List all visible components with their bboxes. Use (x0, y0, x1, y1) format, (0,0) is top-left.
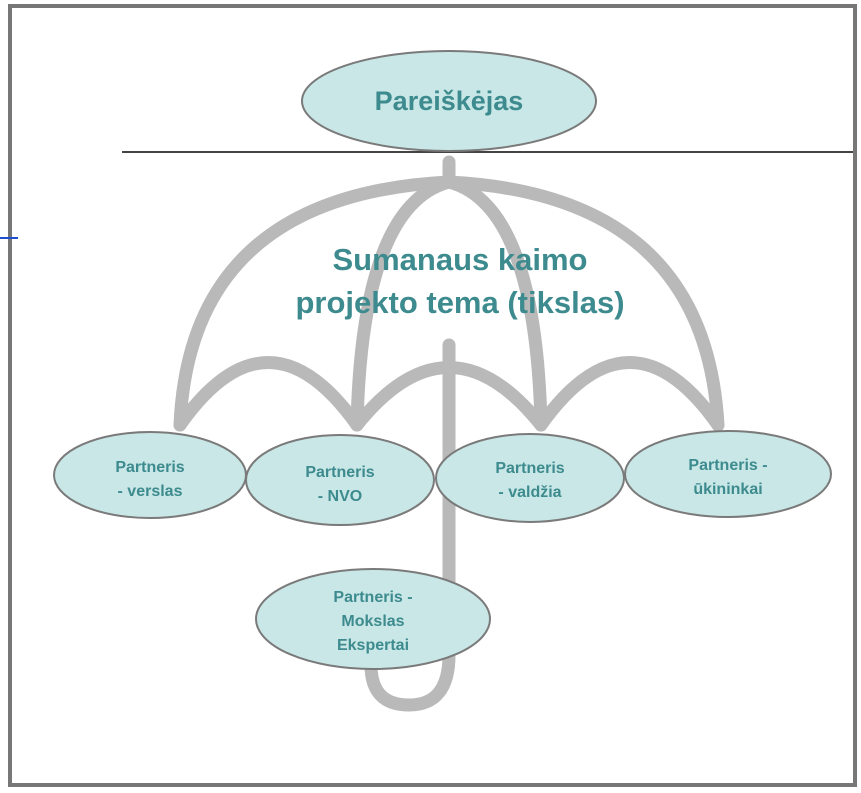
partner-verslas-line-1: Partneris (115, 459, 184, 476)
partner-node-verslas: Partneris - verslas (53, 431, 247, 519)
partner-node-ukininkai: Partneris - ūkininkai (624, 430, 832, 518)
applicant-label: Pareiškėjas (375, 86, 524, 116)
partner-node-valdzia: Partneris - valdžia (435, 433, 625, 523)
partner-ukininkai-line-2: ūkininkai (693, 481, 762, 498)
umbrella-handle (364, 648, 456, 712)
partner-valdzia-line-2: - valdžia (498, 484, 561, 501)
partner-node-mokslas: Partneris - Mokslas Ekspertai (255, 568, 491, 670)
umbrella-scallop-1 (173, 356, 364, 432)
umbrella-rib-right (442, 175, 548, 432)
umbrella-rib-left (350, 175, 456, 432)
partner-verslas-line-2: - verslas (118, 483, 183, 500)
partner-nvo-line-1: Partneris (305, 464, 374, 481)
partner-mokslas-line-1: Partneris - (333, 589, 412, 606)
theme-line-2: projekto tema (tikslas) (295, 285, 624, 320)
theme-line-1: Sumanaus kaimo (333, 242, 588, 277)
partner-valdzia-line-1: Partneris (495, 460, 564, 477)
umbrella-scallop-3 (534, 356, 725, 432)
partner-nvo-line-2: - NVO (318, 488, 362, 505)
applicant-node: Pareiškėjas (301, 50, 597, 152)
partner-ukininkai-line-1: Partneris - (688, 457, 767, 474)
partner-mokslas-line-2: Mokslas (341, 613, 404, 630)
partner-mokslas-line-3: Ekspertai (337, 637, 409, 654)
partner-node-nvo: Partneris - NVO (245, 434, 435, 526)
